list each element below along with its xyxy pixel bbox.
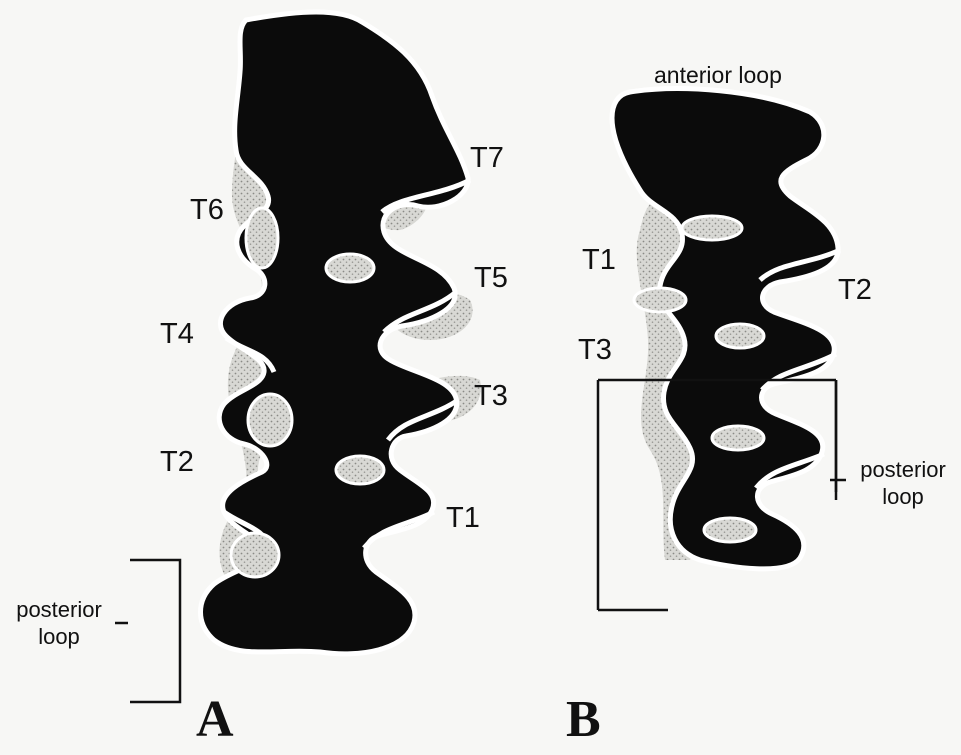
tooth-label-t1: T1 — [446, 502, 480, 535]
panel-letter-a: A — [196, 690, 234, 749]
tooth-b-drawing — [598, 89, 846, 610]
posterior-loop-label-a: posterior loop — [4, 596, 114, 650]
panel-letter-b: B — [566, 690, 601, 749]
posterior-loop-label-b-line1: posterior — [848, 456, 958, 483]
posterior-loop-label-b: posterior loop — [848, 456, 958, 510]
posterior-loop-label-b-line2: loop — [848, 483, 958, 510]
tooth-label-b-t2: T2 — [838, 274, 872, 307]
posterior-loop-label-a-line1: posterior — [4, 596, 114, 623]
tooth-a-drawing — [115, 12, 481, 702]
posterior-loop-label-a-line2: loop — [4, 623, 114, 650]
tooth-label-b-t3: T3 — [578, 334, 612, 367]
tooth-label-b-t1: T1 — [582, 244, 616, 277]
tooth-label-t3: T3 — [474, 380, 508, 413]
tooth-label-t4: T4 — [160, 318, 194, 351]
tooth-label-t5: T5 — [474, 262, 508, 295]
tooth-label-t2: T2 — [160, 446, 194, 479]
tooth-label-t7: T7 — [470, 142, 504, 175]
anterior-loop-label: anterior loop — [654, 62, 782, 89]
tooth-label-t6: T6 — [190, 194, 224, 227]
